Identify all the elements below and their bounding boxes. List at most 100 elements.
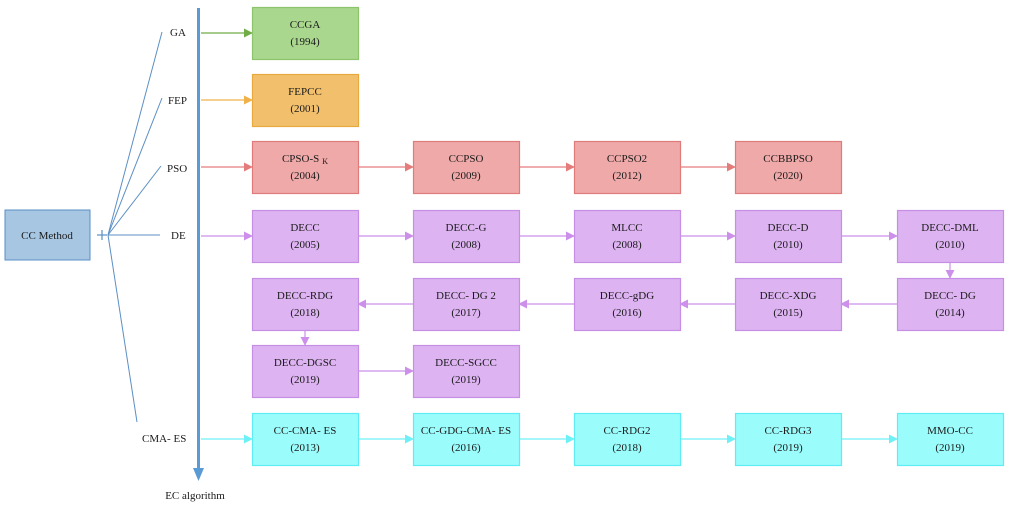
algorithm-node-box [251,73,360,128]
category-labels: GA FEP PSO DE CMA- ES [142,27,187,445]
algorithm-name-subscript: K [322,157,328,166]
algorithm-year: (2008) [451,239,481,251]
algorithm-name: DECC [290,222,319,234]
algorithm-year: (2010) [773,239,803,251]
algorithm-year: (2005) [290,239,320,251]
algorithm-name: DECC-DML [921,222,979,234]
algorithm-node-box [734,209,843,264]
category-label-fep: FEP [168,95,187,107]
algorithm-node-decc-rdg: DECC-RDG (2018) [251,277,360,332]
algorithm-name: DECC-gDG [600,290,654,302]
evolution-edges [300,162,955,444]
algorithm-year: (2008) [612,239,642,251]
ec-axis-label: EC algorithm [165,490,225,502]
algorithm-year: (2017) [451,307,481,319]
algorithm-node-box [412,412,521,467]
algorithm-name: DECC- DG [924,290,976,302]
algorithm-name: CCPSO [449,153,484,165]
algorithm-node-box [573,412,682,467]
algorithm-year: (2001) [290,103,320,115]
algorithm-node-box [734,277,843,332]
algorithm-node-box [896,277,1005,332]
algorithm-node-box [251,277,360,332]
algorithm-year: (2020) [773,170,803,182]
algorithm-year: (2019) [290,374,320,386]
category-branches [107,31,163,423]
algorithm-year: (2014) [935,307,965,319]
algorithm-node-decc-sgcc: DECC-SGCC(2019) [412,344,521,399]
algorithm-year: (2019) [935,442,965,454]
algorithm-year: (2010) [935,239,965,251]
algorithm-node-box [573,209,682,264]
algorithm-name: MMO-CC [927,425,973,437]
algorithm-node-ccpso: CCPSO (2009) [412,140,521,195]
branch-line-fep [107,97,163,236]
algorithm-year: (2012) [612,170,642,182]
algorithm-node-box [251,209,360,264]
algorithm-node-box [412,277,521,332]
algorithm-node-cc-rdg2: CC-RDG2(2018) [573,412,682,467]
algorithm-node-mlcc: MLCC (2008) [573,209,682,264]
expand-plus-icon [97,230,107,240]
algorithm-name: CCGA [290,19,321,31]
algorithm-name: FEPCC [288,86,322,98]
algorithm-node-box [412,209,521,264]
algorithm-node-decc-dgsc: DECC-DGSC(2019) [251,344,360,399]
algorithm-year: (2004) [290,170,320,182]
algorithm-node-decc-g: DECC-G (2008) [412,209,521,264]
branch-line-cmaes [107,234,138,423]
algorithm-year: (2015) [773,307,803,319]
algorithm-node-box [251,6,360,61]
branch-line-ga [107,31,163,236]
algorithm-node-box [251,412,360,467]
algorithm-node-decc-d: DECC-D(2010) [734,209,843,264]
algorithm-year: (2019) [773,442,803,454]
algorithm-name: MLCC [611,222,642,234]
algorithm-name: CCPSO2 [607,153,647,165]
category-label-cmaes: CMA- ES [142,433,186,445]
algorithm-name: CCBBPSO [763,153,813,165]
algorithm-year: (2018) [290,307,320,319]
algorithm-name: DECC-SGCC [435,357,497,369]
category-label-de: DE [171,230,186,242]
category-label-pso: PSO [167,163,187,175]
algorithm-node-box [251,344,360,399]
algorithm-node-box [734,140,843,195]
algorithm-node-decc-dg2: DECC- DG 2(2017) [412,277,521,332]
algorithm-node-decc-dg: DECC- DG (2014) [896,277,1005,332]
algorithm-name: DECC-RDG [277,290,333,302]
root-node-label: CC Method [21,230,73,242]
algorithm-name: CC-GDG-CMA- ES [421,425,511,437]
algorithm-node-box [573,277,682,332]
algorithm-name: DECC-XDG [760,290,817,302]
algorithm-node-box [734,412,843,467]
algorithm-year: (2009) [451,170,481,182]
root-node-box [4,209,91,261]
algorithm-node-box [896,412,1005,467]
algorithm-node-ccbbpso: CCBBPSO (2020) [734,140,843,195]
algorithm-year: (2016) [612,307,642,319]
algorithm-node-box [251,140,360,195]
root-node: CC Method [4,209,91,261]
algorithm-node-cc-gdg-cma-es: CC-GDG-CMA- ES (2016) [412,412,521,467]
algorithm-node-box [573,140,682,195]
algorithm-node-box [896,209,1005,264]
algorithm-name: CC-CMA- ES [274,425,337,437]
algorithm-node-ccga: CCGA(1994) [251,6,360,61]
algorithm-name: DECC-G [446,222,487,234]
ec-axis-arrowhead-icon [193,468,204,481]
category-label-ga: GA [170,27,186,39]
algorithm-name: CC-RDG3 [764,425,812,437]
algorithm-node-cc-cma-es: CC-CMA- ES(2013) [251,412,360,467]
algorithm-node-box [412,344,521,399]
algorithm-node-box [412,140,521,195]
category-entry-arrows [201,28,253,444]
algorithm-year: (2016) [451,442,481,454]
ec-axis: EC algorithm [165,8,225,502]
algorithm-node-decc: DECC (2005) [251,209,360,264]
algorithm-node-decc-xdg: DECC-XDG (2015) [734,277,843,332]
